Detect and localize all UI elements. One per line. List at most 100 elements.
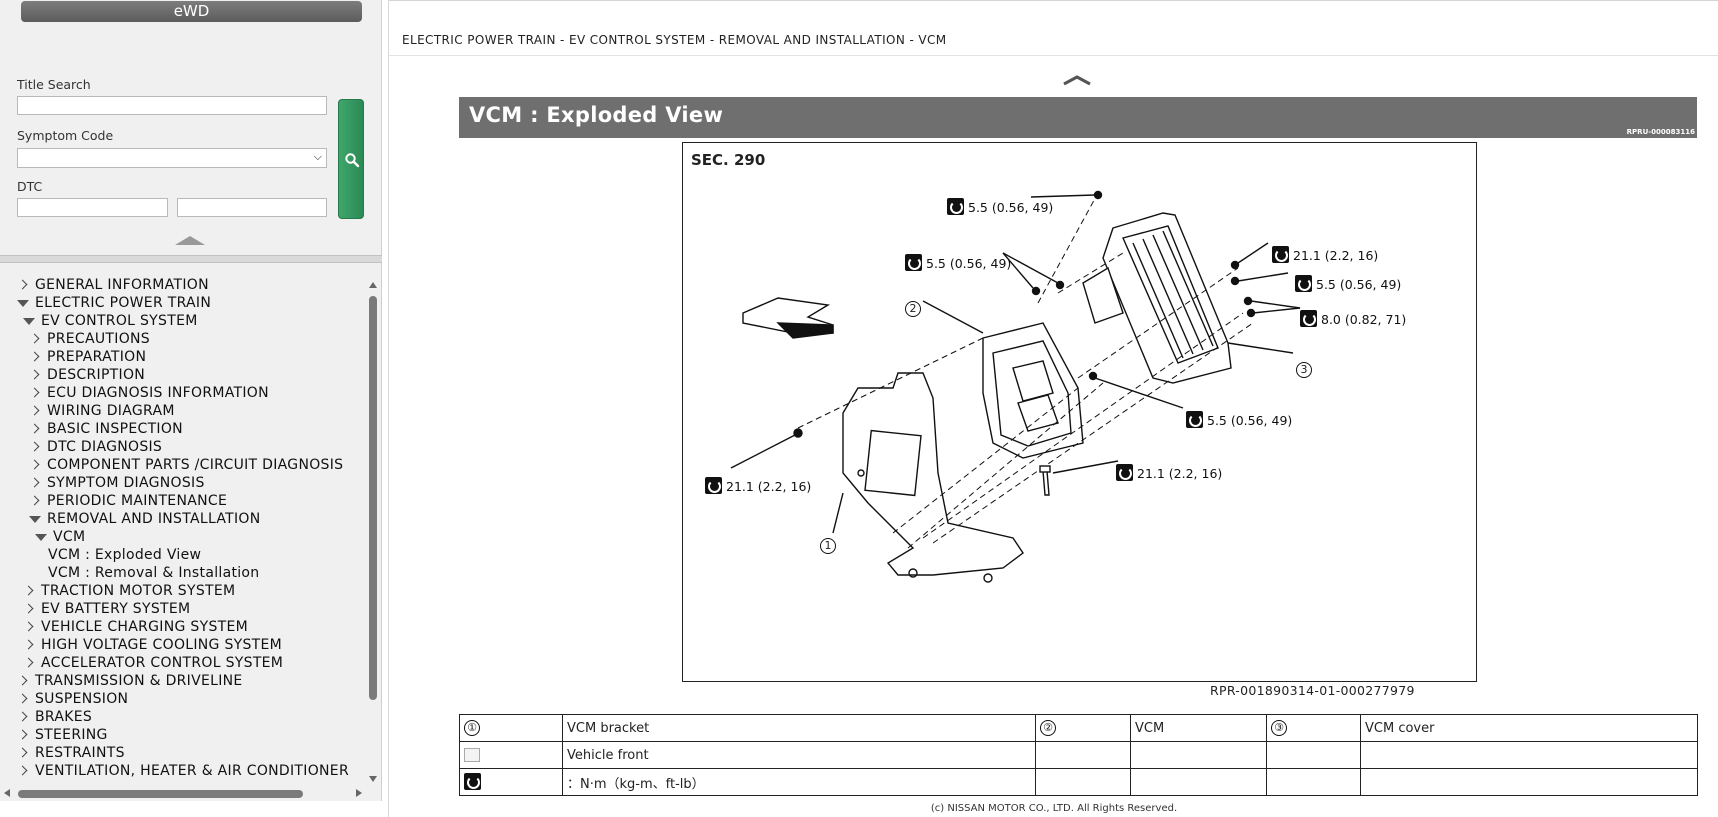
tree-item-label: DESCRIPTION [47,367,146,383]
panel-divider[interactable] [0,255,382,263]
tree-item-label: STEERING [35,727,108,743]
tree-item-label: VENTILATION, HEATER & AIR CONDITIONER [35,763,349,779]
dtc-input-2[interactable] [177,198,327,217]
chevron-right-icon[interactable] [29,474,43,492]
torque-callout: 5.5 (0.56, 49) [1295,275,1401,292]
tree-item-label: SUSPENSION [35,691,129,707]
chevron-right-icon[interactable] [23,636,37,654]
tree-item-label: RESTRAINTS [35,745,125,761]
tree-vertical-scrollbar[interactable] [366,278,381,786]
torque-icon [705,477,722,494]
search-icon [345,153,360,168]
legend-icon-cell [459,768,563,796]
page-title: VCM : Exploded View [469,103,724,127]
scroll-right-icon[interactable] [356,789,362,797]
tree-item-label: VCM [53,529,86,545]
tree-item-label: TRACTION MOTOR SYSTEM [41,583,236,599]
scroll-thumb[interactable] [369,296,377,700]
content-panel: ELECTRIC POWER TRAIN - EV CONTROL SYSTEM… [388,0,1718,817]
scroll-left-icon[interactable] [4,789,10,797]
section-label: SEC. 290 [691,151,766,169]
torque-callout: 5.5 (0.56, 49) [947,198,1053,215]
tree-item-label: EV BATTERY SYSTEM [41,601,191,617]
tree-item-label: SYMPTOM DIAGNOSIS [47,475,205,491]
ewd-button[interactable]: eWD [21,1,362,22]
chevron-right-icon[interactable] [23,600,37,618]
dtc-input-1[interactable] [17,198,168,217]
legend-text-cell: Vehicle front [562,741,1036,769]
tree-item-label: BASIC INSPECTION [47,421,183,437]
chevron-right-icon[interactable] [23,618,37,636]
chevron-right-icon[interactable] [17,672,31,690]
chevron-right-icon[interactable] [17,762,31,780]
legend-num-cell: ③ [1266,714,1361,742]
vehicle-front-icon [464,748,480,762]
torque-icon [1300,310,1317,327]
chevron-right-icon[interactable] [29,456,43,474]
copyright-footer: (c) NISSAN MOTOR CO., LTD. All Rights Re… [389,803,1718,817]
legend-text-cell: VCM [1130,714,1267,742]
breadcrumb-divider [389,55,1718,56]
chevron-right-icon[interactable] [29,402,43,420]
chevron-right-icon[interactable] [23,654,37,672]
search-button[interactable] [338,99,364,219]
chevron-right-icon[interactable] [17,744,31,762]
tree-item-label: VEHICLE CHARGING SYSTEM [41,619,249,635]
tree-item-label: COMPONENT PARTS /CIRCUIT DIAGNOSIS [47,457,344,473]
tree-item-label: TRANSMISSION & DRIVELINE [35,673,243,689]
exploded-view-drawing [730,190,1301,583]
figure-reference: RPR-001890314-01-000277979 [1210,683,1415,698]
expanded-triangle-icon[interactable] [29,510,43,528]
legend-text-cell: ：N·m（kg-m、ft-lb） [562,768,1036,796]
tree-item-label: BRAKES [35,709,93,725]
chevron-right-icon[interactable] [23,582,37,600]
expanded-triangle-icon[interactable] [17,294,31,312]
scroll-thumb-horizontal[interactable] [18,790,303,798]
collapse-search-icon[interactable] [175,236,205,245]
scroll-up-icon[interactable] [369,282,377,288]
scroll-down-icon[interactable] [369,776,377,782]
chevron-right-icon[interactable] [17,276,31,294]
chevron-right-icon[interactable] [29,492,43,510]
torque-callout: 8.0 (0.82, 71) [1300,310,1406,327]
left-panel-footer [0,801,382,817]
tree-horizontal-scrollbar[interactable] [0,786,366,801]
torque-icon [947,198,964,215]
chevron-right-icon[interactable] [29,420,43,438]
breadcrumb: ELECTRIC POWER TRAIN - EV CONTROL SYSTEM… [402,33,947,47]
legend-num-cell: ② [1035,714,1131,742]
chevron-right-icon[interactable] [29,348,43,366]
tree-item-label: PERIODIC MAINTENANCE [47,493,228,509]
part-number-3: 3 [1296,362,1312,378]
dtc-label: DTC [17,179,43,194]
torque-callout: 21.1 (2.2, 16) [1116,464,1222,481]
torque-icon [1272,246,1289,263]
left-panel: eWD Title Search Symptom Code ⌵ DTC GENE… [0,0,382,817]
title-search-input[interactable] [17,96,327,115]
tree-item-label: ELECTRIC POWER TRAIN [35,295,212,311]
part-number-1: 1 [820,538,836,554]
expanded-triangle-icon[interactable] [23,312,37,330]
tree-item-label: HIGH VOLTAGE COOLING SYSTEM [41,637,283,653]
torque-callout: 5.5 (0.56, 49) [1186,411,1292,428]
table-row: ：N·m（kg-m、ft-lb） [459,768,1698,796]
chevron-up-icon[interactable] [1062,74,1092,86]
legend-num-cell: ① [459,714,563,742]
expanded-triangle-icon[interactable] [35,528,49,546]
table-row: Vehicle front [459,741,1698,769]
tree-item-label: PRECAUTIONS [47,331,150,347]
tree-item-label: VCM : Removal & Installation [48,565,260,581]
chevron-right-icon[interactable] [17,690,31,708]
tree-item-label: DTC DIAGNOSIS [47,439,163,455]
chevron-right-icon[interactable] [17,726,31,744]
chevron-right-icon[interactable] [29,366,43,384]
legend-num: ① [464,720,480,736]
tree-item-label: VCM : Exploded View [48,547,202,563]
chevron-right-icon[interactable] [17,708,31,726]
chevron-right-icon[interactable] [29,330,43,348]
chevron-right-icon[interactable] [29,384,43,402]
chevron-right-icon[interactable] [29,438,43,456]
symptom-code-select[interactable]: ⌵ [17,148,327,168]
torque-icon [1116,464,1133,481]
